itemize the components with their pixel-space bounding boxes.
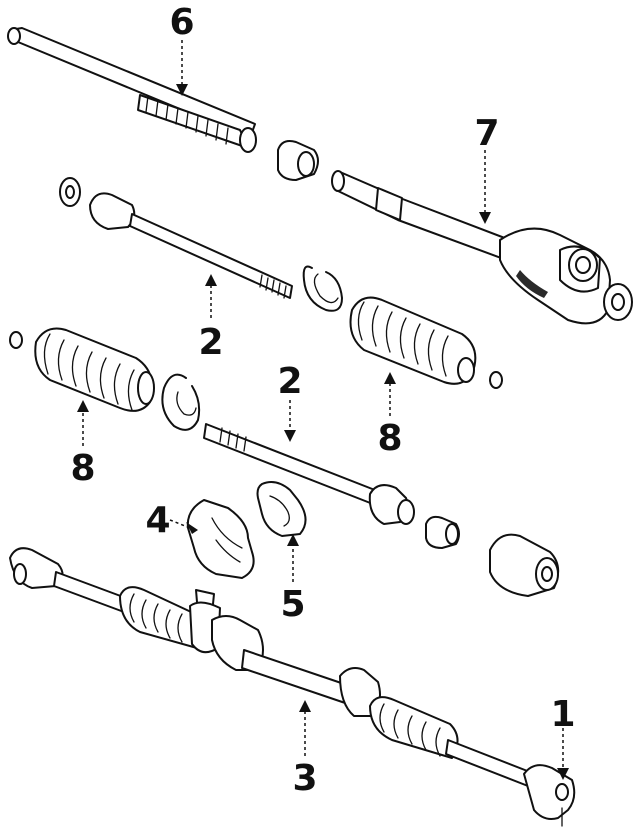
boot-clamp-lower [161,373,201,431]
rack-boot-right-part-8 [349,296,503,389]
leader-lines [77,40,569,780]
callout-6: 6 [169,2,194,43]
large-bushing [489,533,560,597]
callout-4: 4 [145,500,170,541]
callout-2-upper: 2 [198,322,223,363]
rack-bar-part-6 [7,27,257,153]
callout-3: 3 [292,758,317,799]
rack-housing-part-7 [331,170,633,325]
small-bushing [425,515,460,549]
rack-bushing [277,140,319,181]
callout-1: 1 [550,694,575,735]
callout-8-left: 8 [70,448,95,489]
mount-bushing-part-4 [186,499,255,579]
callout-8-right: 8 [377,418,402,459]
callout-2-lower: 2 [277,361,302,402]
inner-tie-rod-upper-part-2 [59,177,293,299]
rack-pinion-assembly-part-3 [9,547,531,787]
rack-boot-left-part-8 [9,327,155,412]
inner-tie-rod-lower-part-2 [203,423,415,525]
callout-5: 5 [280,584,305,625]
mount-bushing-part-5 [256,481,307,537]
boot-clamp-upper [302,265,343,312]
outer-tie-rod-end-part-1 [523,764,576,827]
callout-7: 7 [474,113,499,154]
